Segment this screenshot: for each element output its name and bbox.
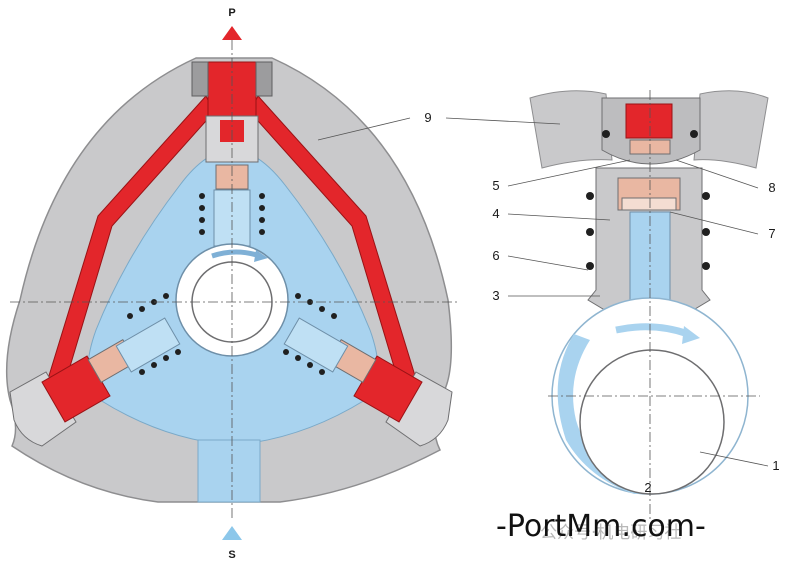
detail-shaft [579, 349, 725, 495]
left-spring [127, 293, 181, 375]
detail-spring [586, 192, 710, 270]
piston-detail-view [529, 90, 769, 520]
top-spring [199, 193, 265, 235]
outlet-fitting-right [255, 61, 273, 97]
detail-valve-plate [621, 197, 677, 211]
top-piston-bore [213, 189, 251, 247]
suction-port-arrow [222, 526, 242, 540]
detail-housing-right [693, 90, 769, 169]
callout-3: 3 [492, 288, 499, 303]
detail-housing-left [529, 90, 613, 169]
callout-7: 7 [768, 226, 775, 241]
watermark-sub: 公众号·机电研习社 [540, 523, 681, 543]
pressure-port-label: P [228, 7, 235, 19]
detail-pressure-bore [625, 103, 673, 139]
detail-rotation-arrow [615, 323, 690, 338]
detail-oring-right [690, 130, 698, 138]
callout-4: 4 [492, 206, 499, 221]
callout-1: 1 [772, 458, 779, 473]
callout-9: 9 [424, 110, 431, 125]
pump-cross-section: P S [5, 7, 460, 561]
callout-lines [317, 117, 769, 467]
right-valve-assembly [283, 317, 453, 447]
detail-ring-shade [557, 334, 650, 494]
right-spring [283, 293, 337, 375]
watermark-main: -PortMm.com- [496, 509, 706, 544]
detail-oring-left [602, 130, 610, 138]
suction-port-label: S [228, 549, 235, 561]
callout-8: 8 [768, 180, 775, 195]
outlet-fitting [191, 61, 209, 97]
callout-5: 5 [492, 178, 499, 193]
callout-2: 2 [644, 480, 651, 495]
callout-6: 6 [492, 248, 499, 263]
left-valve-assembly [9, 317, 181, 447]
pressure-port-arrow [222, 26, 242, 40]
suction-port-channel [197, 439, 261, 503]
